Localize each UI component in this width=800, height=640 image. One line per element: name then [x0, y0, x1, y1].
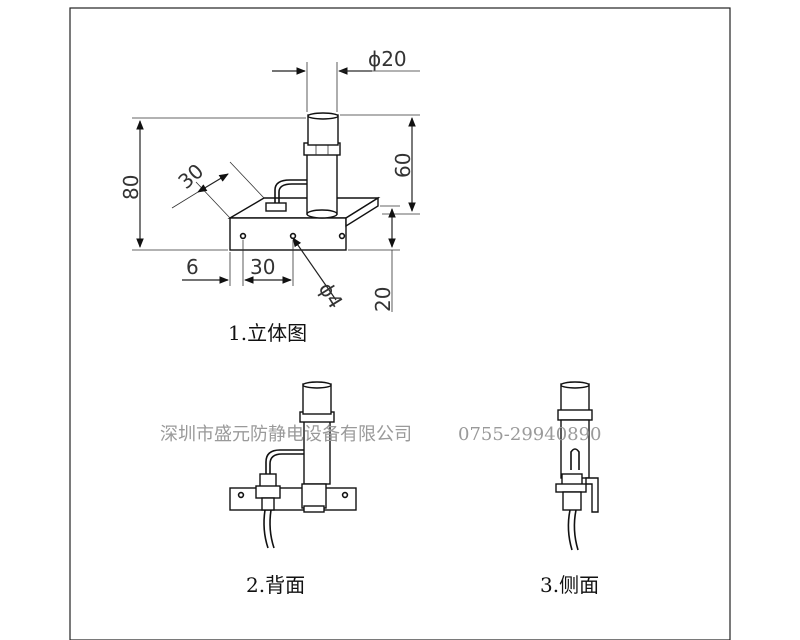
dim-base-20: 20 [371, 287, 395, 312]
dim-dia-top: ϕ20 [368, 47, 407, 71]
drawing-frame [69, 7, 731, 640]
dim-width-30: 30 [250, 255, 275, 279]
dim-height-80: 80 [119, 175, 143, 200]
watermark-phone: 0755-29940890 [458, 424, 602, 445]
dim-hole-dia: ϕ4 [314, 278, 348, 313]
dim-height-60: 60 [391, 153, 415, 178]
caption-side: 3.侧面 [540, 573, 599, 597]
caption-isometric: 1.立体图 [228, 321, 307, 345]
caption-back: 2.背面 [246, 573, 305, 597]
isometric-view: ϕ20 60 80 30 6 30 ϕ4 20 [119, 47, 420, 313]
dim-offset-6: 6 [186, 255, 199, 279]
watermark-company: 深圳市盛元防静电设备有限公司 [160, 424, 412, 445]
side-view [555, 381, 599, 551]
back-view [229, 381, 357, 549]
